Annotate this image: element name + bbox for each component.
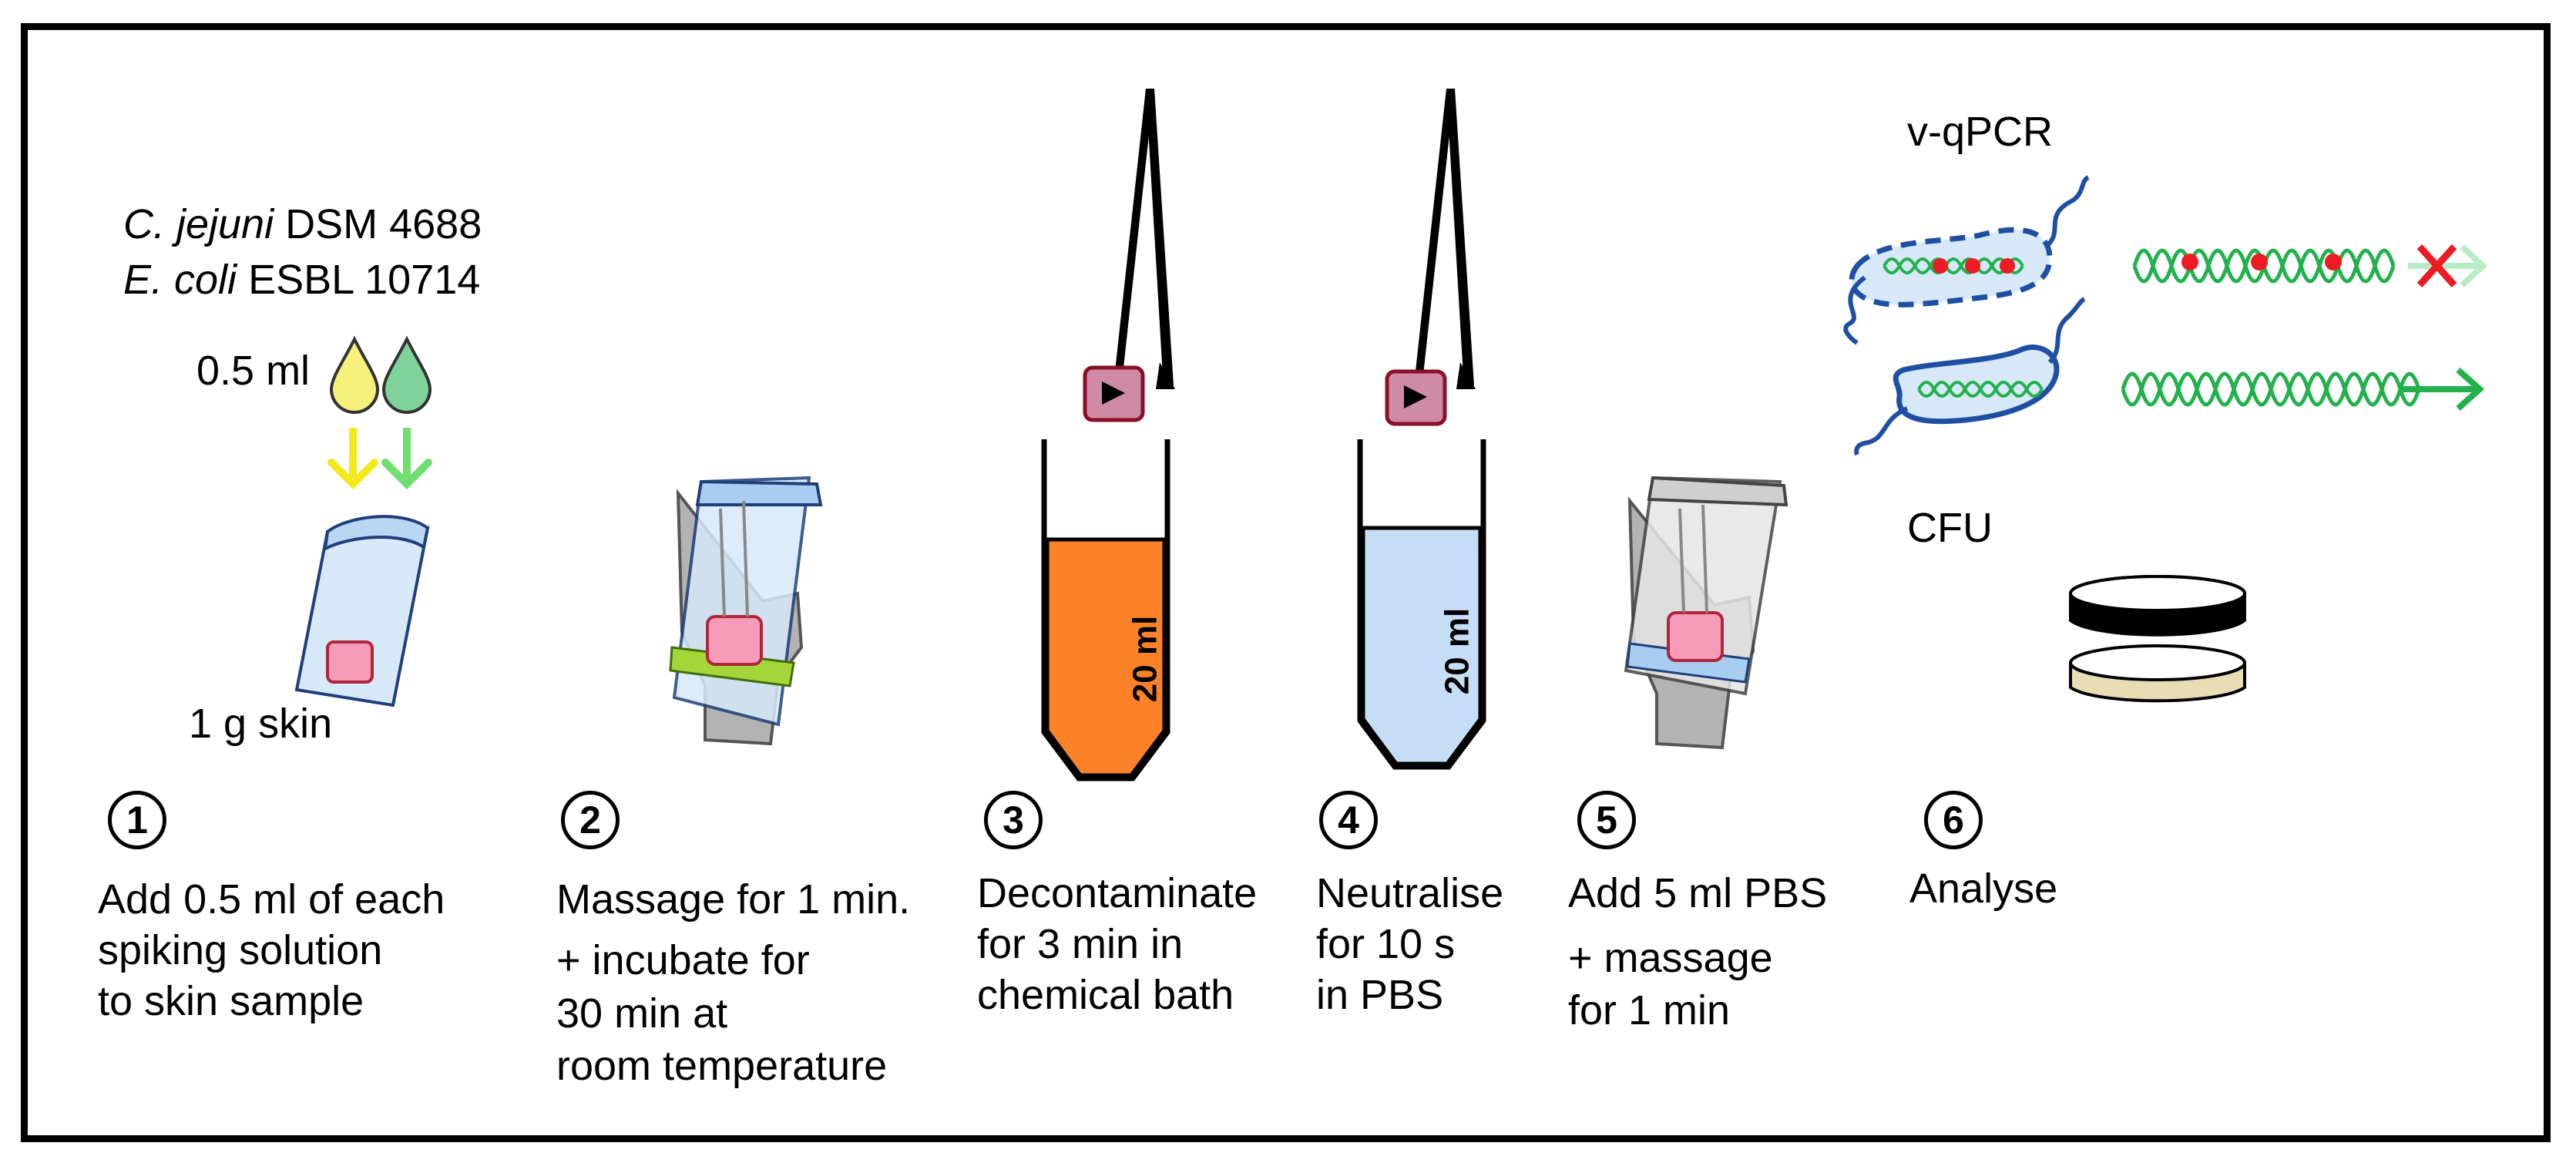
dna-strand-amplified-icon: [2121, 371, 2421, 407]
vqpcr-label: v-qPCR: [1907, 109, 2054, 155]
step-2-text-line: 30 min at: [556, 990, 728, 1037]
step-number: 1: [108, 791, 166, 849]
orange-tube-icon: [1041, 439, 1170, 781]
step-5-text-line: + massage: [1568, 935, 1773, 981]
green-drop-icon: [381, 335, 432, 414]
step-number: 6: [1924, 791, 1983, 849]
step-4-text-line: in PBS: [1316, 972, 1444, 1018]
live-cell-icon: [1854, 297, 2086, 456]
dead-cell-icon: [1843, 175, 2090, 345]
step-number: 4: [1319, 791, 1378, 849]
forceps-icon: [1410, 89, 1476, 393]
step-5-text-line: Add 5 ml PBS: [1568, 870, 1828, 916]
step-2-text-line: + incubate for: [556, 937, 810, 983]
green-arrow-icon: [381, 428, 432, 490]
strain-line-1: C. jejuni DSM 4688: [123, 201, 482, 247]
blue-tube-icon: [1357, 439, 1486, 770]
tube-volume-label: 20 ml: [1438, 607, 1476, 695]
step-2-text-line: room temperature: [556, 1043, 888, 1089]
sample-bag-icon: [294, 515, 430, 707]
step-number: 5: [1577, 791, 1636, 849]
step-1-text-line: spiking solution: [98, 927, 383, 973]
step-number: 2: [561, 791, 620, 849]
strain-line-2: E. coli ESBL 10714: [123, 257, 481, 303]
step-4-text-line: Neutralise: [1316, 870, 1504, 916]
yellow-arrow-icon: [327, 428, 378, 490]
blocked-arrow-icon: [2408, 244, 2487, 288]
step-4-text-line: for 10 s: [1316, 921, 1456, 967]
cfu-label: CFU: [1907, 505, 1993, 551]
petri-dish-icon: [2069, 575, 2246, 637]
step-2-text-line: Massage for 1 min.: [556, 876, 911, 923]
forceps-icon: [1110, 89, 1175, 393]
hand-massage-icon: [669, 476, 823, 746]
step-3-text-line: for 3 min in: [977, 921, 1184, 967]
hand-massage-icon: [1624, 476, 1788, 750]
step-5-text-line: for 1 min: [1568, 987, 1731, 1034]
step-3-text-line: Decontaminate: [977, 870, 1258, 916]
skin-label: 1 g skin: [189, 701, 333, 747]
step-3-text-line: chemical bath: [977, 972, 1234, 1018]
tube-volume-label: 20 ml: [1126, 615, 1164, 703]
dna-strand-blocked-icon: [2132, 248, 2396, 284]
volume-label: 0.5 ml: [196, 348, 311, 394]
petri-dish-icon: [2069, 644, 2246, 703]
step-1-text-line: Add 0.5 ml of each: [98, 876, 445, 923]
step-6-text-line: Analyse: [1909, 865, 2058, 912]
step-1-text-line: to skin sample: [98, 978, 364, 1024]
yellow-drop-icon: [329, 335, 380, 414]
pass-arrow-icon: [2400, 368, 2485, 411]
step-number: 3: [984, 791, 1043, 849]
